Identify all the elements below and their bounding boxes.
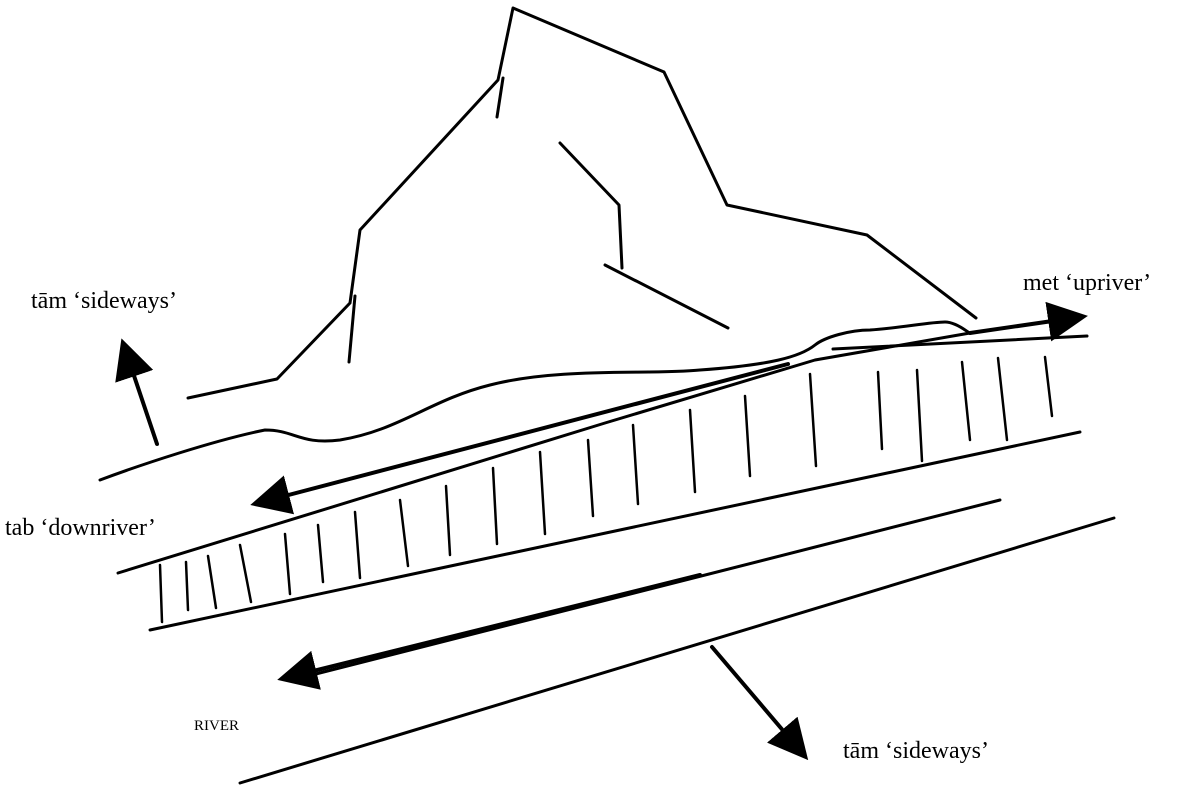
river-flow-arrow <box>277 573 702 690</box>
hatch-mark <box>1043 355 1054 418</box>
label-downriver: tab ‘downriver’ <box>5 515 156 541</box>
mountain-middle-crease <box>558 141 624 270</box>
hatch-mark <box>353 510 362 580</box>
mountain-upper-crease <box>495 76 505 119</box>
label-sideways-upper: tām ‘sideways’ <box>31 288 177 314</box>
downriver-arrow <box>250 362 790 515</box>
hatch-mark <box>808 372 818 468</box>
sideways-lower-arrow <box>710 645 809 761</box>
mountain-left-crease <box>347 294 357 364</box>
sideways-upper-arrow <box>115 338 159 446</box>
hatch-mark <box>688 408 697 494</box>
hatch-mark <box>996 356 1009 442</box>
hatch-mark <box>631 423 640 506</box>
hatch-mark <box>586 438 595 518</box>
label-river: RIVER <box>194 718 239 734</box>
mountain-lower-crease <box>603 263 730 330</box>
mountain-left-ridge <box>186 6 978 400</box>
hatch-mark <box>491 466 499 546</box>
hatch-mark <box>316 523 325 584</box>
hatch-mark <box>960 360 972 442</box>
hatch-mark <box>283 532 292 596</box>
hatch-mark <box>743 394 752 478</box>
hatch-mark <box>158 563 164 624</box>
label-sideways-lower: tām ‘sideways’ <box>843 738 989 764</box>
label-upriver: met ‘upriver’ <box>1023 270 1151 296</box>
hatch-mark <box>398 498 410 568</box>
river-near-bank <box>238 516 1116 785</box>
hatch-mark <box>876 370 884 451</box>
hatch-mark <box>538 450 547 536</box>
hatch-mark <box>444 484 452 557</box>
bank-hatching <box>158 355 1054 624</box>
bank-lower-edge <box>148 430 1082 632</box>
upriver-arrow <box>968 301 1088 342</box>
hatch-mark <box>915 368 924 463</box>
upriver-lane <box>116 331 972 575</box>
hatch-mark <box>206 554 218 610</box>
hatch-mark <box>184 560 190 612</box>
riverbank-contour <box>98 320 970 482</box>
bank-upper-edge <box>831 334 1089 351</box>
mountain <box>186 6 978 400</box>
hatch-mark <box>238 543 253 604</box>
